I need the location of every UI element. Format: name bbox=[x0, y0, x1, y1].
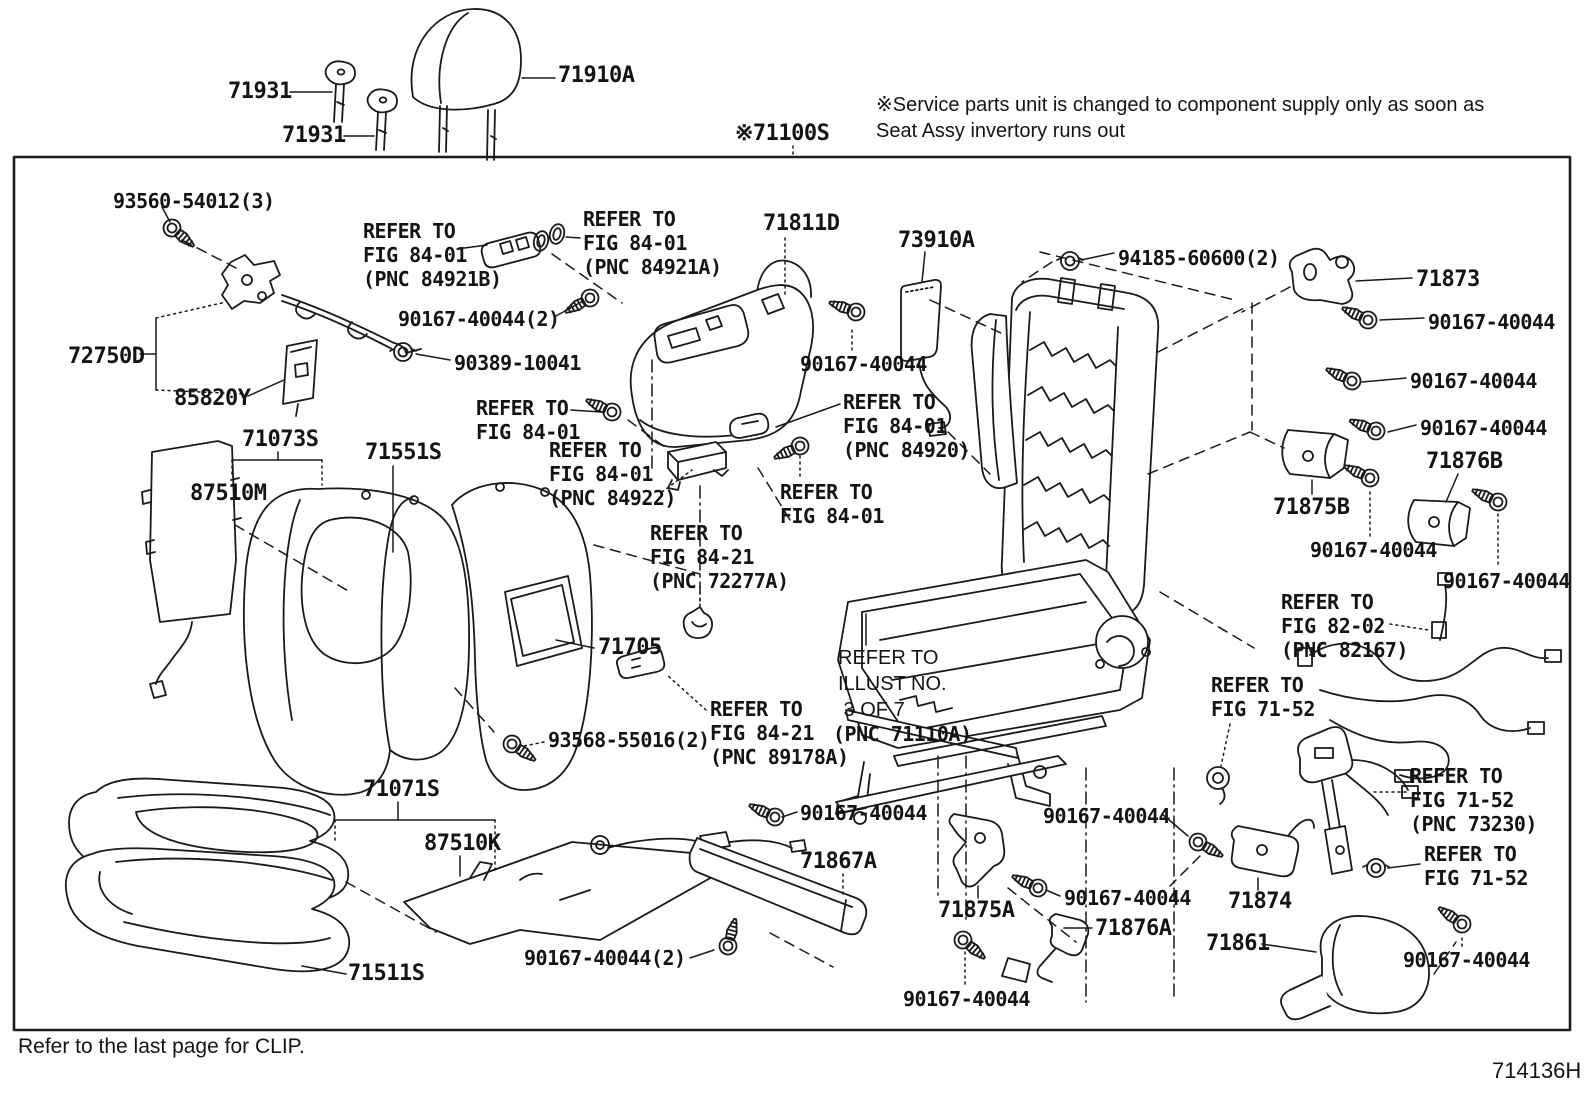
ref-fig84-01-left: REFER TO FIG 84-01 bbox=[476, 396, 580, 444]
label-71910A: 71910A bbox=[558, 63, 635, 88]
seatback-heater-drawing bbox=[141, 440, 242, 699]
ref-fig84-01-pnc84920: REFER TO FIG 84-01 (PNC 84920) bbox=[843, 390, 970, 462]
label-73910A: 73910A bbox=[898, 228, 975, 253]
sill-trim-drawing bbox=[688, 837, 868, 936]
cushion-heater-drawing bbox=[403, 831, 807, 945]
service-note: ※Service parts unit is changed to compon… bbox=[876, 94, 1485, 142]
knob-71861-drawing bbox=[1280, 915, 1430, 1021]
label-90167-40044-c: 90167-40044 bbox=[1410, 369, 1537, 393]
connector-89178A-drawing bbox=[615, 646, 666, 680]
label-93560-54012: 93560-54012(3) bbox=[113, 189, 275, 213]
wire-harness-drawing bbox=[1297, 572, 1562, 783]
label-90167-40044-j: 90167-40044 bbox=[903, 987, 1030, 1011]
label-87510M: 87510M bbox=[190, 481, 267, 506]
label-71874: 71874 bbox=[1228, 889, 1292, 914]
label-71100S: ※71100S bbox=[735, 121, 830, 146]
headrest-drawing bbox=[410, 8, 522, 161]
dashdot-lines bbox=[651, 359, 1175, 1003]
seat-frame-drawing bbox=[835, 277, 1160, 825]
seatback-cover-rear-drawing bbox=[451, 482, 593, 791]
headrest-stay-right bbox=[366, 88, 398, 151]
ref-fig84-21-pnc72277A: REFER TO FIG 84-21 (PNC 72277A) bbox=[650, 521, 789, 593]
label-85820Y: 85820Y bbox=[174, 386, 251, 411]
label-71071S: 71071S bbox=[363, 777, 440, 802]
label-71875A: 71875A bbox=[938, 898, 1015, 923]
ref-illust-pnc71110A: (PNC 71110A) bbox=[833, 722, 972, 746]
cover-71875B-drawing bbox=[1281, 429, 1349, 479]
label-90167-40044-d: 90167-40044 bbox=[1420, 416, 1547, 440]
label-90167-40044-g: 90167-40044 bbox=[800, 801, 927, 825]
label-71861: 71861 bbox=[1206, 931, 1270, 956]
label-71876B: 71876B bbox=[1426, 449, 1503, 474]
belt-clip-drawing bbox=[1206, 766, 1230, 805]
belt-buckle-drawing bbox=[1297, 726, 1419, 875]
label-71875B: 71875B bbox=[1273, 495, 1350, 520]
diagram-border bbox=[12, 155, 1572, 1032]
label-71873: 71873 bbox=[1416, 267, 1480, 292]
ref-fig84-01-pnc84921B: REFER TO FIG 84-01 (PNC 84921B) bbox=[363, 219, 502, 291]
label-71073S: 71073S bbox=[242, 427, 319, 452]
label-90167-40044-k: 90167-40044 bbox=[1403, 948, 1530, 972]
label-90167-40044-f: 90167-40044 bbox=[1443, 569, 1570, 593]
ecu-box-drawing bbox=[282, 339, 318, 417]
label-71931-upper: 71931 bbox=[228, 79, 292, 104]
label-90389-10041: 90389-10041 bbox=[454, 351, 581, 375]
label-90167-40044-e: 90167-40044 bbox=[1310, 538, 1437, 562]
hook-71876A-drawing bbox=[1001, 913, 1090, 983]
side-shield-drawing bbox=[629, 259, 814, 448]
ref-fig84-01-pnc84922: REFER TO FIG 84-01 (PNC 84922) bbox=[549, 438, 676, 510]
label-87510K: 87510K bbox=[424, 831, 501, 856]
ref-fig71-52-pnc73230: REFER TO FIG 71-52 (PNC 73230) bbox=[1410, 764, 1537, 836]
footer-note: Refer to the last page for CLIP. bbox=[18, 1035, 305, 1058]
dashed-lines bbox=[181, 239, 1457, 975]
clip-72277A-drawing bbox=[682, 606, 713, 639]
ref-fig82-02-pnc82167: REFER TO FIG 82-02 (PNC 82167) bbox=[1281, 590, 1408, 662]
label-71811D: 71811D bbox=[763, 211, 840, 236]
ref-fig84-21-pnc89178A: REFER TO FIG 84-21 (PNC 89178A) bbox=[710, 697, 849, 769]
bracket-71874-drawing bbox=[1230, 818, 1315, 878]
label-71876A: 71876A bbox=[1095, 916, 1172, 941]
dotted-leaders bbox=[155, 145, 1499, 986]
bracket-71875A-drawing bbox=[948, 813, 1006, 888]
ref-illust-3of7: REFER TO ILLUST NO. 3 OF 7 bbox=[838, 647, 947, 721]
ref-fig84-01-center: REFER TO FIG 84-01 bbox=[780, 480, 884, 528]
label-71705: 71705 bbox=[598, 635, 662, 660]
label-90167-40044-2-upper: 90167-40044(2) bbox=[398, 307, 560, 331]
label-72750D: 72750D bbox=[68, 344, 145, 369]
label-90167-40044-i: 90167-40044 bbox=[1064, 886, 1191, 910]
label-90167-40044-h: 90167-40044 bbox=[1043, 804, 1170, 828]
seat-cushion-cover-drawing bbox=[64, 847, 350, 973]
label-71931-lower: 71931 bbox=[282, 123, 346, 148]
sensor-84920-drawing bbox=[729, 412, 770, 439]
cover-71876B-drawing bbox=[1407, 499, 1471, 547]
headrest-stay-left bbox=[324, 60, 356, 123]
hinge-71873-drawing bbox=[1288, 247, 1356, 305]
label-93568-55016: 93568-55016(2) bbox=[548, 728, 710, 752]
label-71867A: 71867A bbox=[800, 849, 877, 874]
label-71551S: 71551S bbox=[365, 440, 442, 465]
label-71511S: 71511S bbox=[348, 961, 425, 986]
leader-lines bbox=[139, 77, 1459, 975]
ref-fig84-01-pnc84921A: REFER TO FIG 84-01 (PNC 84921A) bbox=[583, 207, 722, 279]
seatback-cover-front-drawing bbox=[243, 487, 470, 796]
ref-fig71-52-left: REFER TO FIG 71-52 bbox=[1211, 673, 1315, 721]
label-94185-60600: 94185-60600(2) bbox=[1118, 246, 1280, 270]
label-90167-40044-b: 90167-40044 bbox=[800, 352, 927, 376]
label-90167-40044-a: 90167-40044 bbox=[1428, 310, 1555, 334]
figure-code: 714136H bbox=[1492, 1058, 1582, 1083]
relay-84922-drawing bbox=[667, 441, 729, 491]
ref-fig71-52-bottom: REFER TO FIG 71-52 bbox=[1424, 842, 1528, 890]
label-90167-40044-2-lower: 90167-40044(2) bbox=[524, 946, 686, 970]
